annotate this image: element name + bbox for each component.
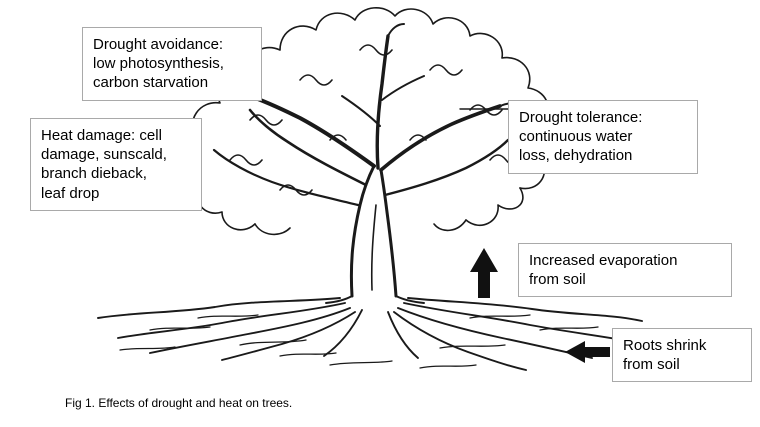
callout-heat-damage: Heat damage: cell damage, sunscald, bran…	[30, 118, 202, 211]
tree-roots	[97, 295, 643, 371]
callout-roots-shrink: Roots shrink from soil	[612, 328, 752, 383]
callout-increased-evaporation: Increased evaporation from soil	[518, 243, 732, 298]
callout-drought-tolerance: Drought tolerance: continuous water loss…	[508, 100, 698, 174]
left-arrow-icon	[565, 341, 610, 363]
up-arrow-icon	[470, 248, 498, 298]
figure-caption: Fig 1. Effects of drought and heat on tr…	[65, 396, 293, 410]
tree-trunk-branches	[209, 23, 529, 298]
callout-drought-avoidance: Drought avoidance: low photosynthesis, c…	[82, 27, 262, 101]
